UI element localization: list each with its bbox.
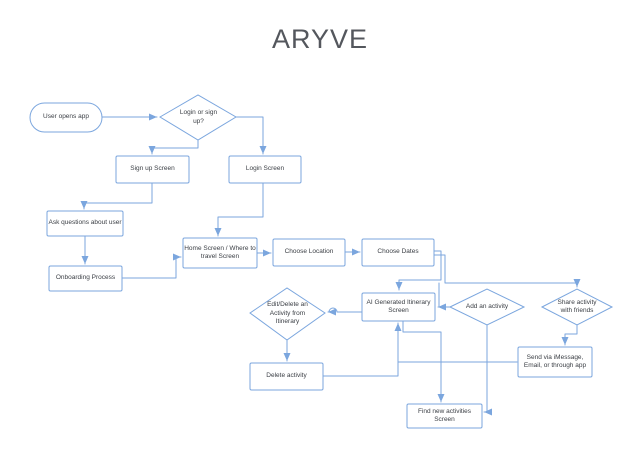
edge-onboarding-to-home <box>121 253 182 279</box>
diagram-title: ARYVE <box>271 24 369 54</box>
edge-addactivity-to-findnew <box>483 324 492 416</box>
shape-send-via-imessage <box>517 346 593 378</box>
edge-signup-to-askquestions <box>80 182 153 210</box>
edge-choosedates-to-shareactivity <box>433 254 581 288</box>
node-label-choose-location: Choose Location <box>284 248 334 256</box>
shape-onboarding-process <box>48 265 123 292</box>
node-label-choose-dates: Choose Dates <box>377 248 419 256</box>
edge-decision-to-login <box>235 116 267 155</box>
shape-sign-up-screen <box>115 155 190 184</box>
node-label-sign-up-screen: Sign up Screen <box>130 165 175 173</box>
edge-login-to-home <box>214 182 264 237</box>
shape-find-new-activities-screen <box>406 403 483 429</box>
node-label-login-screen: Login Screen <box>245 165 285 173</box>
shape-choose-dates <box>361 238 435 267</box>
edge-shareactivity-to-sendvia <box>561 324 578 346</box>
node-label-send-via-imessage: Send via iMessage,Email, or through app <box>523 353 587 370</box>
node-label-delete-activity: Delete activity <box>266 372 307 380</box>
shape-home-screen <box>182 237 258 269</box>
shape-share-activity-with-friends <box>540 288 614 326</box>
node-label-onboarding-process: Onboarding Process <box>55 274 116 282</box>
edge-aiscreen-to-findnew <box>402 320 445 403</box>
shape-add-an-activity <box>448 288 526 326</box>
edge-aiscreen-to-editdelete <box>327 307 363 316</box>
edge-deleteactivity-to-aiscreen <box>322 322 402 377</box>
edge-decision-to-signup <box>148 139 199 155</box>
shape-ai-generated-itinerary-screen <box>361 292 436 322</box>
shape-choose-location <box>272 238 346 267</box>
node-label-ask-questions-about-user: Ask questions about user <box>48 219 122 227</box>
shape-login-or-sign-up <box>159 94 237 141</box>
node-label-user-opens-app: User opens app <box>43 113 89 121</box>
shape-login-screen <box>228 155 302 184</box>
node-label-add-an-activity: Add an activity <box>465 302 509 310</box>
shape-ask-questions-about-user <box>46 210 124 237</box>
shape-edit-delete-activity <box>249 287 326 341</box>
shape-user-opens-app <box>29 102 103 133</box>
edge-choosedates-to-aiscreen <box>395 250 442 291</box>
shape-delete-activity <box>249 362 324 391</box>
